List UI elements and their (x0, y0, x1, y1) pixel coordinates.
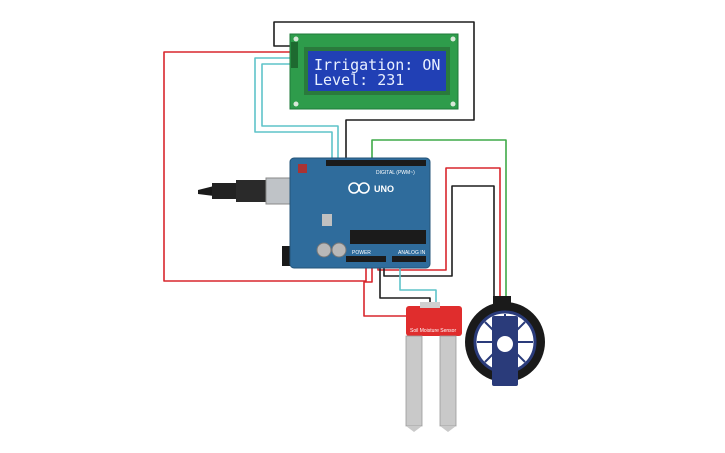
analog-header-label: ANALOG IN (398, 250, 426, 256)
sensor-board (406, 306, 462, 336)
wire-teal-sensor-signal (399, 262, 437, 308)
arduino-uno-board: DIGITAL (PWM~) UNO POWER ANALOG IN (198, 157, 431, 269)
arduino-logo (348, 182, 370, 194)
analog-header (392, 256, 426, 262)
wires (163, 21, 507, 317)
soil-moisture-sensor: Soil Moisture Sensor (405, 302, 462, 432)
usb-cable-sleeve (212, 183, 236, 199)
capacitor (322, 214, 332, 226)
usb-cable (198, 186, 214, 196)
lcd-line-1: Irrigation: ON (314, 56, 440, 74)
sensor-pins (420, 302, 440, 308)
lcd-screen (308, 51, 446, 91)
wire-teal-lcd-scl (261, 63, 339, 160)
capacitor-top (316, 242, 332, 258)
lcd-mount-hole (450, 101, 456, 107)
reset-button (298, 164, 307, 173)
digital-header-label: DIGITAL (PWM~) (376, 170, 415, 176)
sensor-probe-left (405, 335, 423, 427)
usb-plug (236, 180, 270, 202)
sensor-label: Soil Moisture Sensor (410, 328, 456, 334)
power-header-label: POWER (352, 250, 371, 256)
lcd-line-2: Level: 231 (314, 71, 404, 89)
wire-black-lcd-ground-top (273, 21, 475, 160)
lcd-mount-hole (293, 101, 299, 107)
lcd-pin-header (291, 42, 298, 68)
lcd-mount-hole (450, 36, 456, 42)
wire-teal-lcd-sda (254, 57, 333, 160)
wire-red-lcd-power (163, 51, 367, 282)
servo-horn (495, 334, 515, 354)
sensor-probe-left-tip (406, 426, 422, 432)
capacitor-top (331, 242, 347, 258)
wire-red-servo-power (377, 167, 501, 300)
wire-black-servo-ground (383, 185, 495, 300)
sensor-probe-right (439, 335, 457, 427)
sensor-probe-right-tip (440, 426, 456, 432)
wire-black-sensor-ground (379, 262, 431, 308)
power-header (346, 256, 386, 262)
digital-header (326, 160, 426, 166)
lcd-module: Irrigation: ON Level: 231 (289, 33, 459, 110)
servo-motor (465, 296, 545, 386)
lcd-mount-hole (293, 36, 299, 42)
wire-green-servo-signal (371, 139, 507, 300)
microcontroller-chip (350, 230, 426, 244)
board-model-label: UNO (374, 184, 394, 194)
servo-cable-connector (493, 296, 511, 304)
